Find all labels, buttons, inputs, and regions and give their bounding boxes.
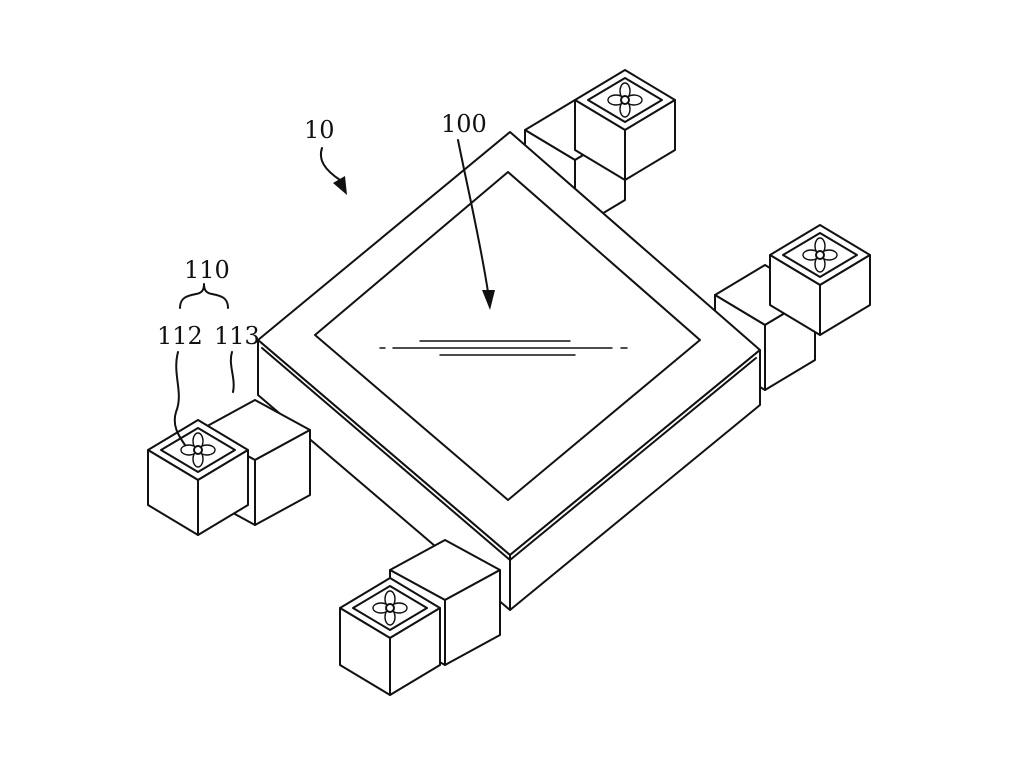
display-panel [314,171,701,501]
leader-panel [457,139,495,310]
fan-icon [802,237,838,273]
leader-housing [229,351,235,393]
fan-icon [180,432,216,468]
leader-fan [173,351,186,446]
module-left [147,419,249,536]
module-right [769,224,871,336]
ref-numeral-panel: 100 [441,110,487,138]
ref-numeral-module: 110 [184,256,230,284]
brace-module [179,283,229,309]
ref-numeral-device: 10 [304,116,335,144]
ref-numeral-housing: 113 [214,322,260,350]
leader-device [320,147,347,195]
fan-icon [607,82,643,118]
fan-icon [372,590,408,626]
ref-numeral-fan: 112 [157,322,203,350]
module-lower-left [339,577,441,696]
module-upper-right [574,69,676,181]
